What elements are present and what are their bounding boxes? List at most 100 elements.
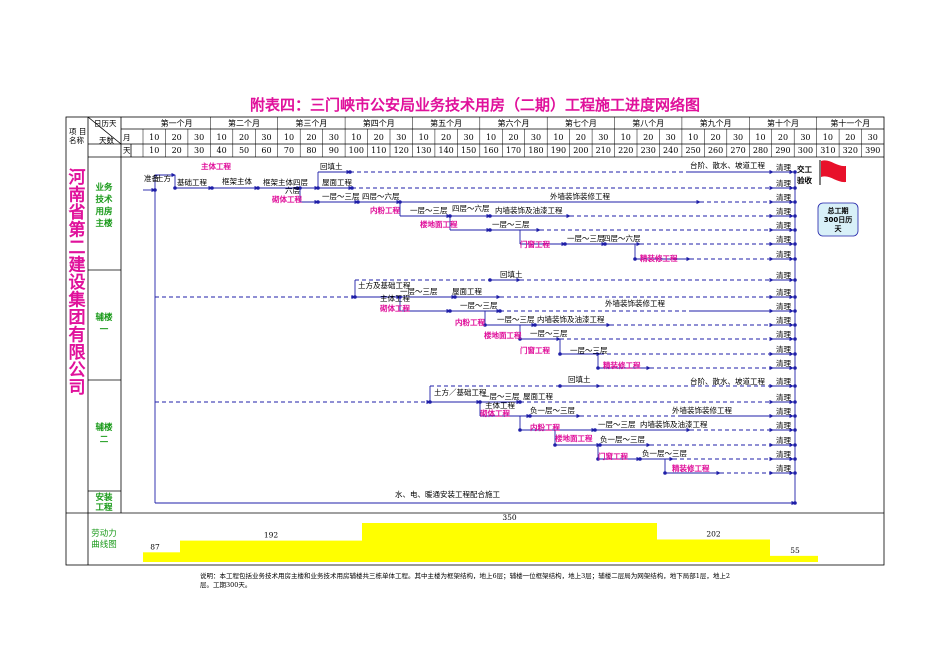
cum-day-label: 310	[820, 146, 835, 155]
cleanup-label: 清理	[776, 329, 791, 339]
network-node	[793, 337, 797, 341]
network-node	[488, 278, 492, 282]
task-huitian-aux2: 回填土	[568, 374, 591, 384]
task-tufang-jichu-aux1: 土方及基础工程	[358, 280, 411, 290]
month-day-label: 20	[710, 133, 720, 142]
company-char: 建	[69, 255, 86, 276]
cum-day-label: 180	[528, 146, 543, 155]
cum-day-label: 230	[641, 146, 656, 155]
cleanup-label: 清理	[776, 376, 791, 386]
month-label: 第十一个月	[830, 118, 870, 128]
cleanup-label: 清理	[776, 406, 791, 416]
item-label-2: 名称	[69, 135, 84, 145]
month-day-label: 30	[666, 133, 676, 142]
month-label: 第十个月	[767, 118, 799, 128]
month-day-label: 10	[553, 133, 563, 142]
month-label: 第六个月	[498, 118, 530, 128]
cum-day-label: 300	[798, 146, 813, 155]
network-node	[793, 186, 797, 190]
network-node	[173, 186, 177, 190]
network-node	[478, 400, 482, 404]
task-ceng13-neifen: 一层～三层	[410, 206, 448, 215]
network-node	[793, 471, 797, 475]
jiaogong-label: 交工	[797, 164, 812, 174]
month-label: 第五个月	[430, 118, 462, 128]
month-day-label: 10	[149, 133, 159, 142]
cum-day-label: 220	[618, 146, 633, 155]
labor-value: 350	[502, 513, 517, 522]
task-menchuang-main: 门窗工程	[520, 239, 550, 249]
total-duration-badge: 总工期 300日历 天	[817, 202, 859, 237]
network-node	[793, 366, 797, 370]
network-node	[793, 501, 797, 505]
month-day-label: 30	[531, 133, 541, 142]
task-ceng13-neifen-aux1: 一层～三层	[497, 315, 535, 324]
network-node	[518, 337, 522, 341]
group-labor-2: 曲线图	[91, 539, 117, 550]
cum-day-label: 80	[306, 146, 316, 155]
cleanup-label: 清理	[776, 315, 791, 325]
network-node	[793, 428, 797, 432]
task-neifen-aux1: 内粉工程	[455, 317, 485, 327]
month-label: 第二个月	[228, 118, 260, 128]
cum-day-label: 10	[149, 146, 159, 155]
cum-day-label: 270	[730, 146, 745, 155]
network-node	[563, 242, 567, 246]
task-neiqiang-aux2: 内墙装饰及油漆工程	[640, 419, 708, 429]
badge-line-3: 天	[835, 225, 843, 233]
task-ceng13-aux1: 一层～三层	[400, 287, 438, 296]
month-day-label: 10	[216, 133, 226, 142]
month-day-label: 10	[755, 133, 765, 142]
network-node	[210, 186, 214, 190]
cleanup-label: 清理	[776, 392, 791, 402]
group-aux2-1: 辅楼	[95, 422, 113, 433]
day-row-label: 天	[123, 146, 131, 155]
cum-day-label: 260	[708, 146, 723, 155]
month-day-label: 20	[306, 133, 316, 142]
group-main-3: 用房	[94, 206, 112, 217]
month-day-label: 10	[486, 133, 496, 142]
month-day-label: 20	[778, 133, 788, 142]
cum-day-label: 160	[483, 146, 498, 155]
network-node	[596, 366, 600, 370]
group-install-2: 工程	[95, 502, 113, 513]
task-ceng46-qiti: 四层～六层	[362, 191, 400, 201]
network-node	[498, 309, 502, 313]
task-waiqiang-aux1: 外墙装饰装修工程	[605, 298, 665, 308]
month-label: 第九个月	[700, 118, 732, 128]
badge-line-1: 总工期	[828, 206, 849, 215]
cum-day-label: 70	[284, 146, 294, 155]
network-node	[316, 200, 320, 204]
task-zhuti-aux1: 主体工程	[380, 293, 410, 303]
cleanup-label: 清理	[776, 162, 791, 172]
network-node	[398, 295, 402, 299]
network-nodes	[153, 170, 797, 505]
month-day-label: 20	[576, 133, 586, 142]
group-main-2: 技术	[95, 194, 113, 205]
task-zhuti: 主体工程	[201, 161, 231, 171]
group-labor-1: 劳动力	[91, 528, 117, 539]
group-main-1: 业务	[95, 182, 113, 193]
month-day-label: 20	[845, 133, 855, 142]
task-huitian-main: 回填土	[320, 161, 343, 171]
company-char: 第	[69, 220, 86, 241]
month-day-label: 20	[374, 133, 384, 142]
cum-day-label: 90	[329, 146, 339, 155]
cleanup-label: 清理	[776, 449, 791, 459]
network-node	[793, 352, 797, 356]
task-kuangjia-full: 框架主体四层	[263, 177, 308, 187]
cum-day-label: 20	[172, 146, 182, 155]
network-node	[793, 170, 797, 174]
month-day-label: 10	[823, 133, 833, 142]
month-day-label: 20	[441, 133, 451, 142]
task-waiqiang-aux2: 外墙装饰装修工程	[672, 405, 732, 415]
task-neifen-aux2: 内粉工程	[530, 422, 560, 432]
cleanup-labels: 清理清理清理清理清理清理清理清理清理清理清理清理清理清理清理清理清理清理清理清理…	[776, 162, 791, 473]
labor-value: 55	[790, 546, 800, 555]
cum-day-label: 290	[775, 146, 790, 155]
task-zhuti-aux2: 主体工程	[485, 400, 515, 410]
cum-day-label: 190	[551, 146, 566, 155]
cum-day-label: 280	[753, 146, 768, 155]
network-node	[350, 186, 354, 190]
